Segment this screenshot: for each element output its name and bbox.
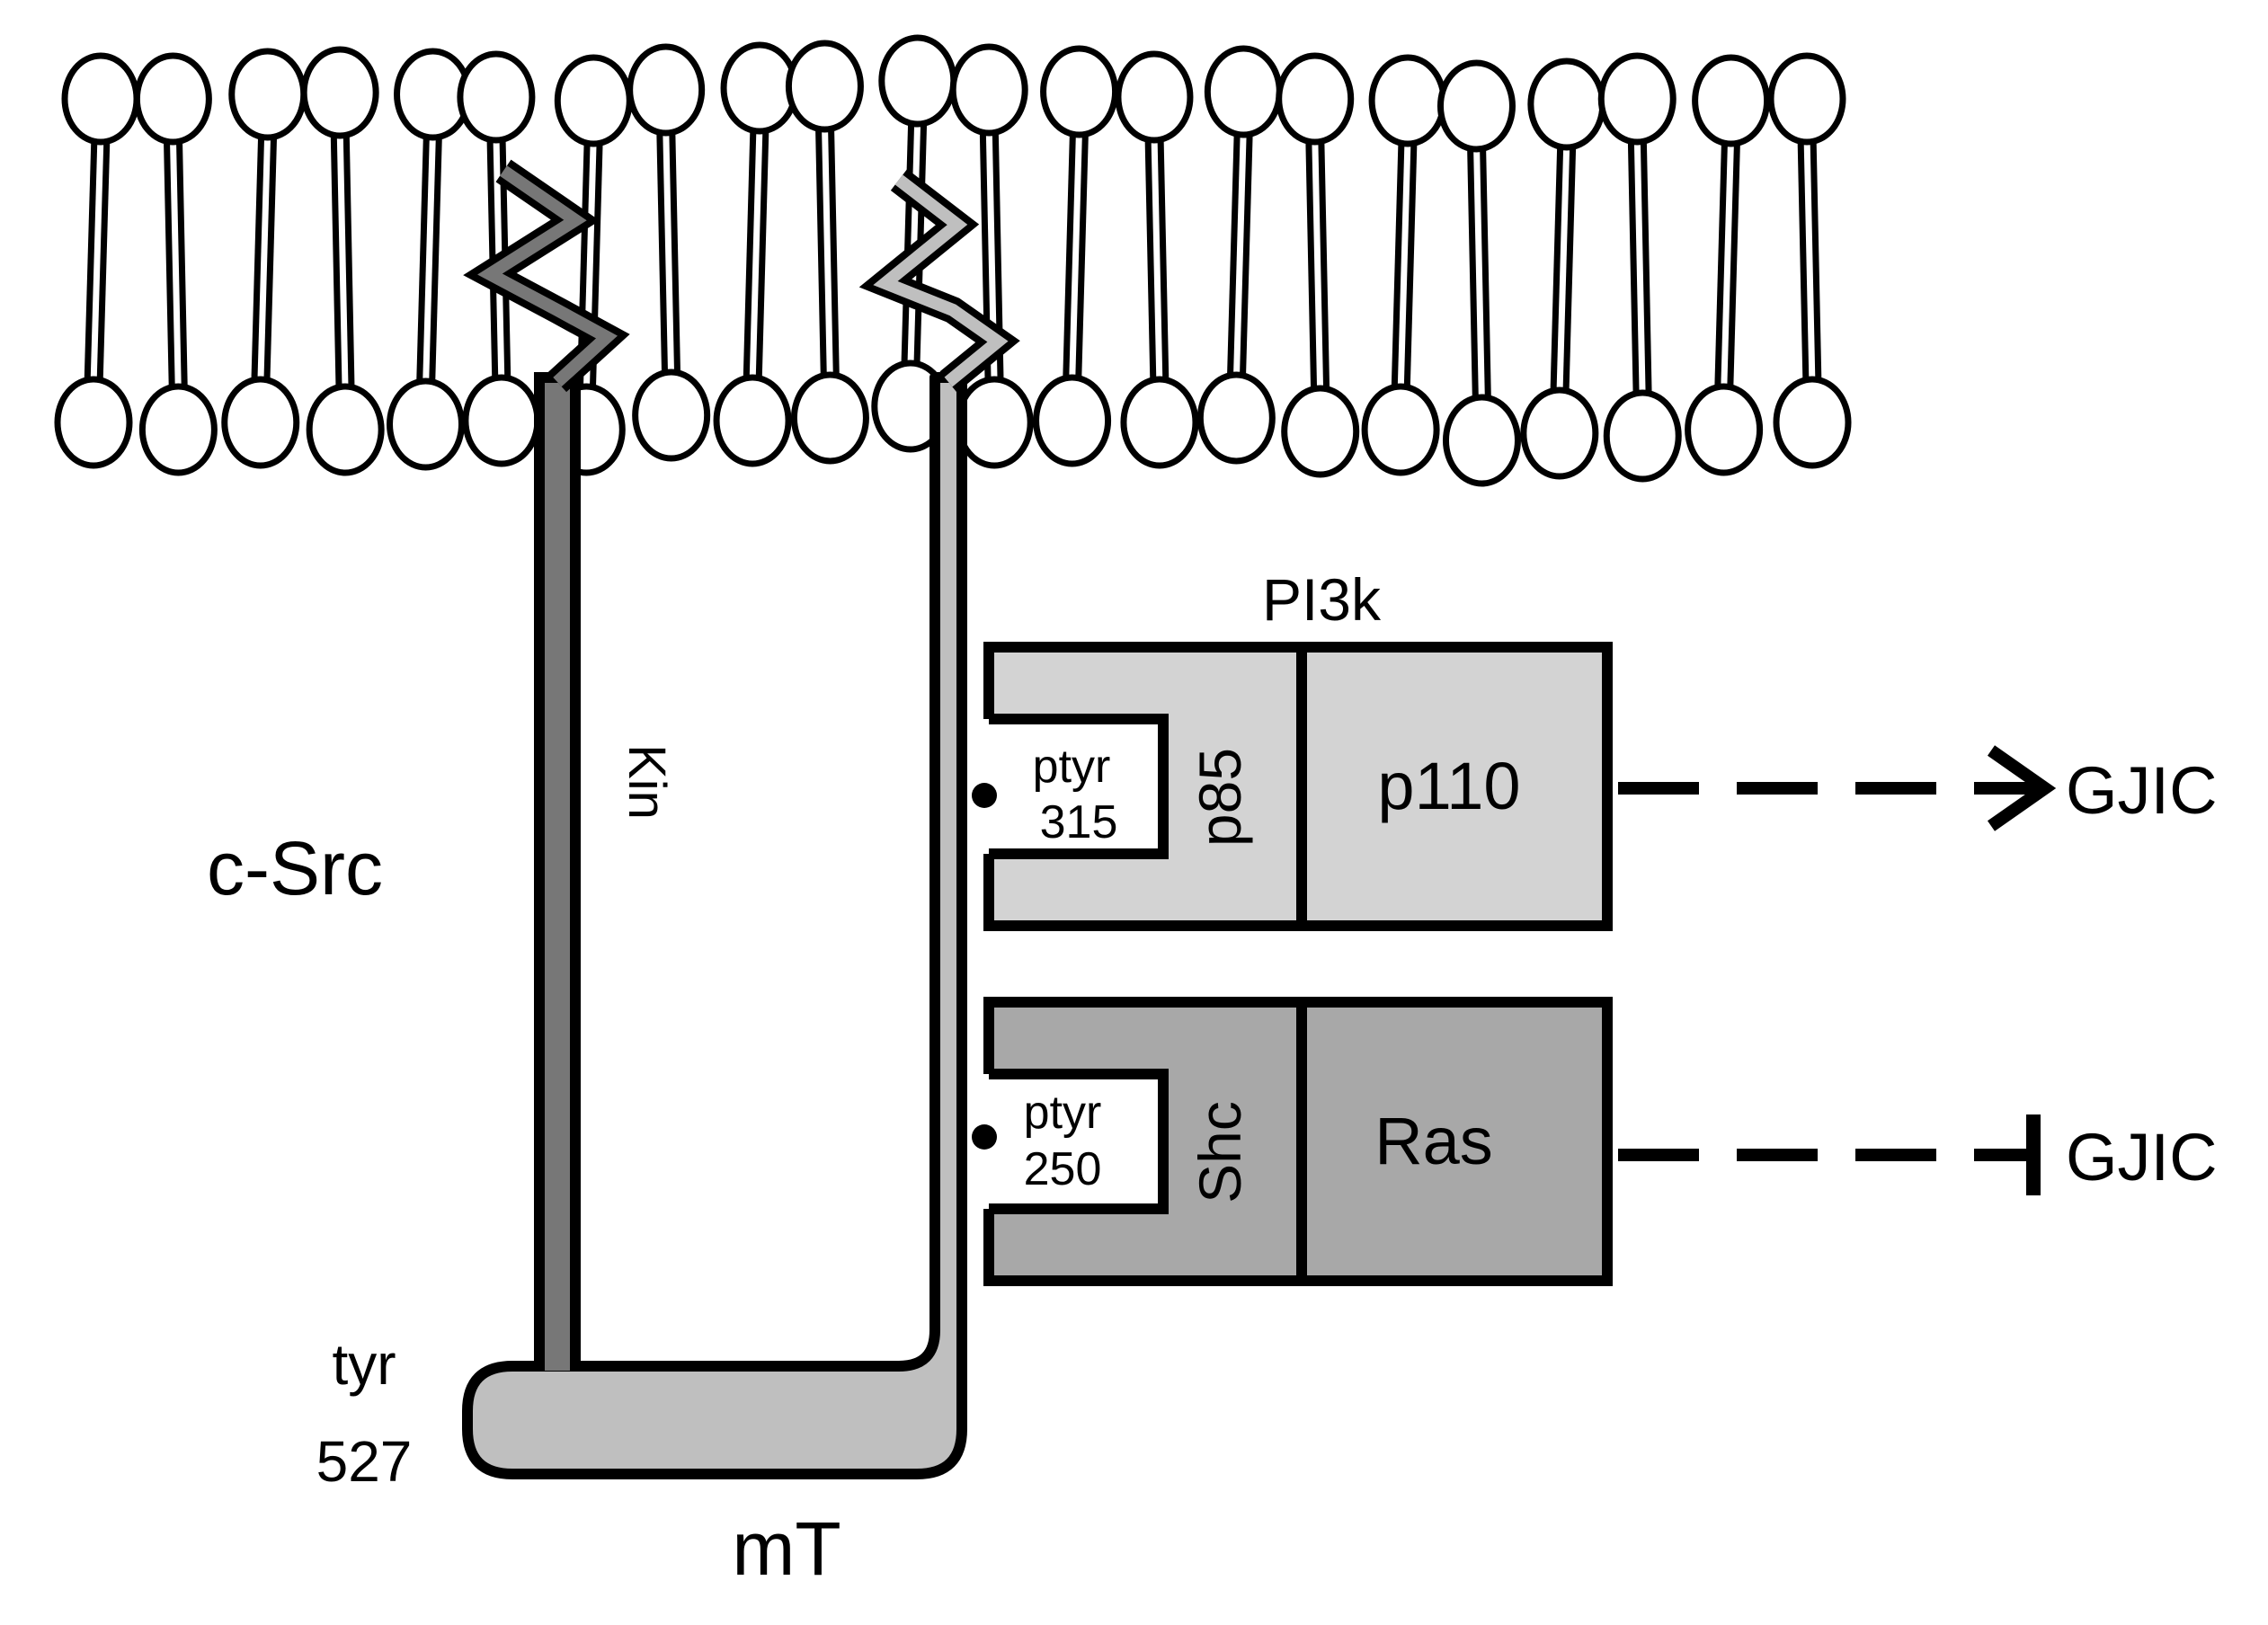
lipid-head-inner <box>1685 383 1764 476</box>
lipid-tail <box>251 129 278 387</box>
lipid-head-inner <box>54 376 133 469</box>
ras-protein <box>1296 997 1613 1286</box>
c-src-membrane-anchor-fill <box>477 165 618 387</box>
lipid-head-inner <box>138 383 218 476</box>
ptyr-250-dot <box>972 1124 997 1150</box>
lipid-tail <box>1144 132 1170 387</box>
lipid-head-outer <box>1040 45 1119 138</box>
lipid-head-inner <box>1120 376 1199 469</box>
p110-subunit <box>1296 642 1613 931</box>
lipid-head-inner <box>713 374 792 467</box>
lipid-tail <box>656 125 681 380</box>
activation-arrow-head <box>1987 745 2057 831</box>
mt-protein-body <box>462 372 967 1479</box>
lipid-head-outer <box>1767 52 1846 146</box>
lipid-head-outer <box>627 43 706 137</box>
lipid-tail <box>1627 134 1652 401</box>
lipid-head-outer <box>1436 59 1516 153</box>
lipid-head-outer <box>228 48 307 141</box>
ptyr-315-number: 315 <box>1040 796 1118 848</box>
lipid-head-outer <box>457 50 536 144</box>
lipid-tail <box>1714 136 1741 395</box>
ptyr-315-dot <box>972 783 997 808</box>
ptyr-315-label: ptyr <box>1033 741 1111 793</box>
lipid-head-inner <box>1773 376 1852 469</box>
gjic-activated-label: GJIC <box>2066 753 2218 828</box>
shc-binding-pocket-outline <box>989 1069 1169 1214</box>
kin-label: Kin <box>618 744 676 820</box>
lipid-head-inner <box>306 383 385 476</box>
lipid-head-inner <box>790 371 869 465</box>
mt-membrane-anchor-fill <box>873 174 1009 387</box>
lipid-tail <box>1466 141 1491 405</box>
lipid-head-outer <box>720 41 799 135</box>
lipid-head-outer <box>1692 54 1771 147</box>
shc-label: Shc <box>1187 1101 1253 1203</box>
lipid-tail <box>1305 134 1330 396</box>
lipid-head-inner <box>1361 383 1440 476</box>
c-src-kinase-tail <box>534 372 581 1371</box>
lipid-tail <box>743 123 769 386</box>
c-src-label: c-Src <box>207 826 383 910</box>
ptyr-250-number: 250 <box>1024 1143 1102 1195</box>
lipid-head-outer <box>61 52 140 146</box>
lipid-head-outer <box>554 54 633 147</box>
lipid-head-outer <box>878 34 957 128</box>
lipid-head-outer <box>949 43 1028 137</box>
lipid-head-inner <box>462 374 541 467</box>
lipid-tail <box>1550 139 1577 398</box>
lipid-head-inner <box>632 369 711 462</box>
tyr-label: tyr <box>332 1332 396 1397</box>
pi3k-label: PI3k <box>1262 566 1382 633</box>
lipid-head-inner <box>1281 385 1360 478</box>
lipid-head-outer <box>1204 45 1283 138</box>
lipid-head-inner <box>221 376 300 469</box>
lipid-bilayer-membrane <box>54 34 1852 487</box>
lipid-tail <box>416 129 443 389</box>
ras-label: Ras <box>1374 1104 1493 1178</box>
lipid-tail <box>163 134 188 395</box>
lipid-head-outer <box>1115 50 1194 144</box>
lipid-head-outer <box>300 46 379 139</box>
lipid-tail <box>814 121 840 383</box>
mt-label: mT <box>732 1506 840 1591</box>
lipid-head-outer <box>133 52 212 146</box>
gjic-inhibited-label: GJIC <box>2066 1120 2218 1194</box>
lipid-tail <box>84 134 111 387</box>
lipid-head-inner <box>1442 394 1521 487</box>
lipid-tail <box>1063 127 1090 386</box>
lipid-tail <box>330 128 355 395</box>
lipid-head-inner <box>955 376 1034 469</box>
lipid-head-outer <box>785 40 864 133</box>
p85-binding-pocket-outline <box>989 714 1169 859</box>
lipid-head-inner <box>1520 386 1599 480</box>
lipid-head-inner <box>1033 374 1112 467</box>
p85-label: p85 <box>1187 748 1253 847</box>
tyr-527-label: 527 <box>316 1429 413 1494</box>
lipid-head-inner <box>1196 371 1276 465</box>
ptyr-250-label: ptyr <box>1024 1087 1102 1139</box>
lipid-head-inner <box>1603 389 1682 483</box>
lipid-head-outer <box>1368 54 1447 147</box>
p110-label: p110 <box>1377 749 1520 823</box>
lipid-tail <box>1797 134 1822 387</box>
p85-binding-pocket <box>983 719 1163 854</box>
lipid-tail <box>1391 136 1418 395</box>
lipid-head-outer <box>1527 58 1606 151</box>
lipid-tail <box>1226 127 1253 383</box>
lipid-head-outer <box>1276 52 1355 146</box>
lipid-head-outer <box>1597 52 1677 146</box>
lipid-head-inner <box>387 377 466 471</box>
shc-binding-pocket <box>983 1074 1163 1209</box>
